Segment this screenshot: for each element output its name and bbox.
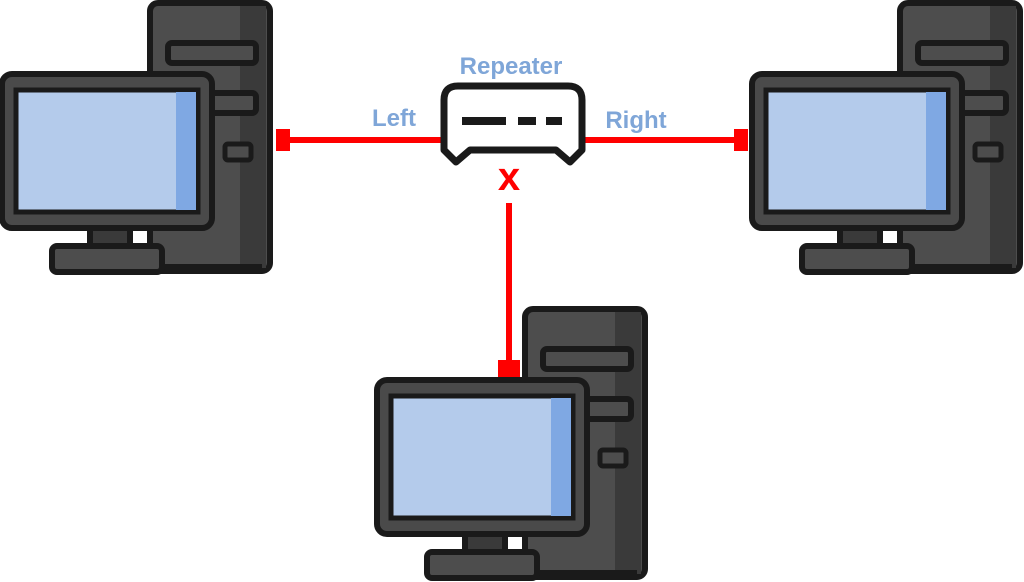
broken-link-marker: x <box>498 155 520 199</box>
left-link-label: Left <box>372 105 416 132</box>
right-computer-icon <box>752 3 1020 272</box>
right-port <box>734 129 748 151</box>
left-port <box>276 129 290 151</box>
left-computer-icon <box>2 3 270 272</box>
repeater-label: Repeater <box>460 53 563 80</box>
right-link-label: Right <box>605 107 666 134</box>
repeater-icon <box>440 82 586 166</box>
bottom-port <box>498 360 520 378</box>
